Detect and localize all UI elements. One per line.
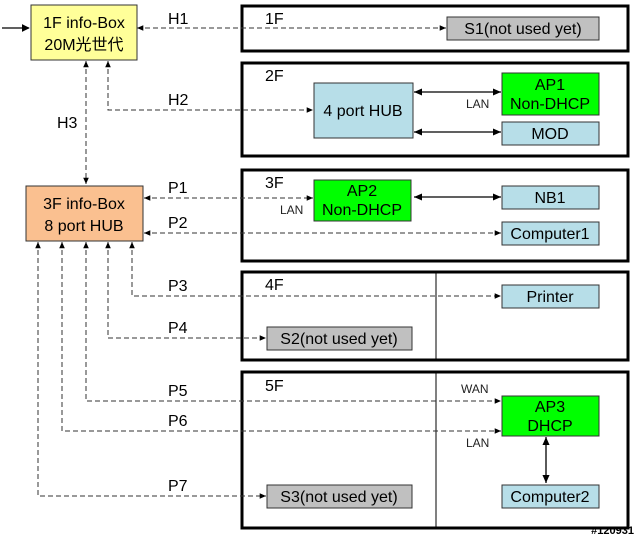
svg-text:AP3: AP3 — [535, 399, 565, 416]
svg-text:4 port HUB: 4 port HUB — [323, 103, 402, 120]
port-label-wan-ap3: WAN — [461, 382, 489, 396]
node-4-port-hub: 4 port HUB — [313, 82, 414, 139]
link-p2: P2 — [144, 215, 501, 236]
node-computer1: Computer1 — [501, 221, 600, 246]
link-p7-label: P7 — [168, 478, 188, 495]
link-p5-label: P5 — [168, 383, 188, 400]
svg-text:AP2: AP2 — [347, 183, 377, 200]
svg-text:1F info-Box: 1F info-Box — [43, 15, 125, 32]
svg-text:AP1: AP1 — [535, 77, 565, 94]
node-ap2: AP2 Non-DHCP — [313, 179, 412, 222]
port-label-lan-ap1: LAN — [466, 97, 489, 111]
svg-text:MOD: MOD — [531, 126, 568, 143]
node-3f-info-box: 3F info-Box 8 port HUB — [25, 185, 144, 242]
link-h2: H2 — [105, 61, 313, 113]
node-computer2: Computer2 — [501, 484, 600, 509]
node-ap3: AP3 DHCP — [501, 395, 600, 437]
link-p1: P1 — [144, 180, 313, 201]
node-s1: S1(not used yet) — [446, 16, 600, 41]
floor-5f-label: 5F — [265, 378, 284, 395]
svg-text:8 port HUB: 8 port HUB — [44, 218, 123, 235]
svg-text:Printer: Printer — [526, 289, 574, 306]
link-h3-label: H3 — [57, 115, 78, 132]
svg-text:Computer1: Computer1 — [510, 226, 589, 243]
link-p1-label: P1 — [168, 180, 188, 197]
node-nb1: NB1 — [501, 185, 600, 210]
svg-text:NB1: NB1 — [534, 190, 565, 207]
svg-text:20M光世代: 20M光世代 — [44, 36, 123, 54]
floor-1f-label: 1F — [265, 11, 284, 28]
link-h1: H1 — [137, 11, 446, 31]
link-h2-label: H2 — [168, 92, 189, 109]
svg-text:S2(not used yet): S2(not used yet) — [280, 331, 397, 348]
port-label-lan-ap3: LAN — [466, 436, 489, 450]
port-label-lan-ap2: LAN — [280, 203, 303, 217]
node-printer: Printer — [501, 284, 600, 309]
floor-2f-label: 2F — [265, 68, 284, 85]
svg-text:Non-DHCP: Non-DHCP — [510, 96, 590, 113]
watermark: #120931 — [591, 525, 634, 537]
link-p7: P7 — [35, 242, 266, 499]
link-p3-label: P3 — [168, 278, 188, 295]
svg-text:DHCP: DHCP — [527, 418, 572, 435]
link-p6-label: P6 — [168, 413, 188, 430]
node-s3: S3(not used yet) — [266, 484, 413, 509]
link-p4-label: P4 — [168, 320, 188, 337]
svg-text:3F info-Box: 3F info-Box — [43, 196, 125, 213]
floor-4f-label: 4F — [265, 277, 284, 294]
floor-3f-label: 3F — [265, 175, 284, 192]
link-p2-label: P2 — [168, 215, 188, 232]
svg-text:S1(not used yet): S1(not used yet) — [464, 21, 581, 38]
link-h3: H3 — [57, 61, 89, 184]
svg-text:Non-DHCP: Non-DHCP — [322, 202, 402, 219]
link-h1-label: H1 — [168, 11, 189, 28]
svg-text:Computer2: Computer2 — [510, 489, 589, 506]
node-ap1: AP1 Non-DHCP — [501, 72, 600, 116]
node-mod: MOD — [501, 121, 600, 146]
node-1f-info-box: 1F info-Box 20M光世代 — [30, 4, 138, 61]
node-s2: S2(not used yet) — [266, 326, 413, 351]
svg-text:S3(not used yet): S3(not used yet) — [280, 489, 397, 506]
